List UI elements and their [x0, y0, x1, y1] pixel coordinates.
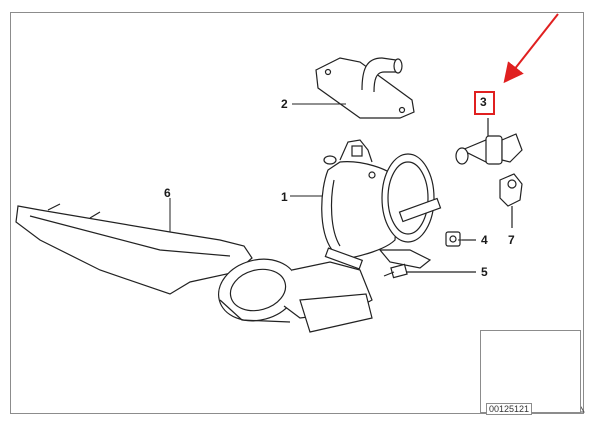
reference-code: 00125121 [486, 403, 533, 415]
callout-3: 3 [480, 95, 487, 109]
leader-lines [169, 103, 476, 241]
part-3-bulb [455, 118, 523, 165]
part-5-screw [383, 263, 476, 279]
callout-6: 6 [164, 186, 171, 200]
callout-1: 1 [281, 190, 288, 204]
part-6-trim-duct [15, 203, 373, 333]
callout-5: 5 [481, 265, 488, 279]
part-1-fog-lamp [321, 139, 442, 270]
callout-2: 2 [281, 97, 288, 111]
callout-4: 4 [481, 233, 488, 247]
part-4-clip [445, 231, 476, 247]
red-arrow-icon [503, 13, 559, 84]
highlight-box-part-3 [474, 91, 495, 115]
callout-7: 7 [508, 233, 515, 247]
part-7-connector [499, 173, 523, 228]
part-2-bracket [315, 57, 415, 119]
vehicle-thumbnail-frame [480, 330, 581, 413]
